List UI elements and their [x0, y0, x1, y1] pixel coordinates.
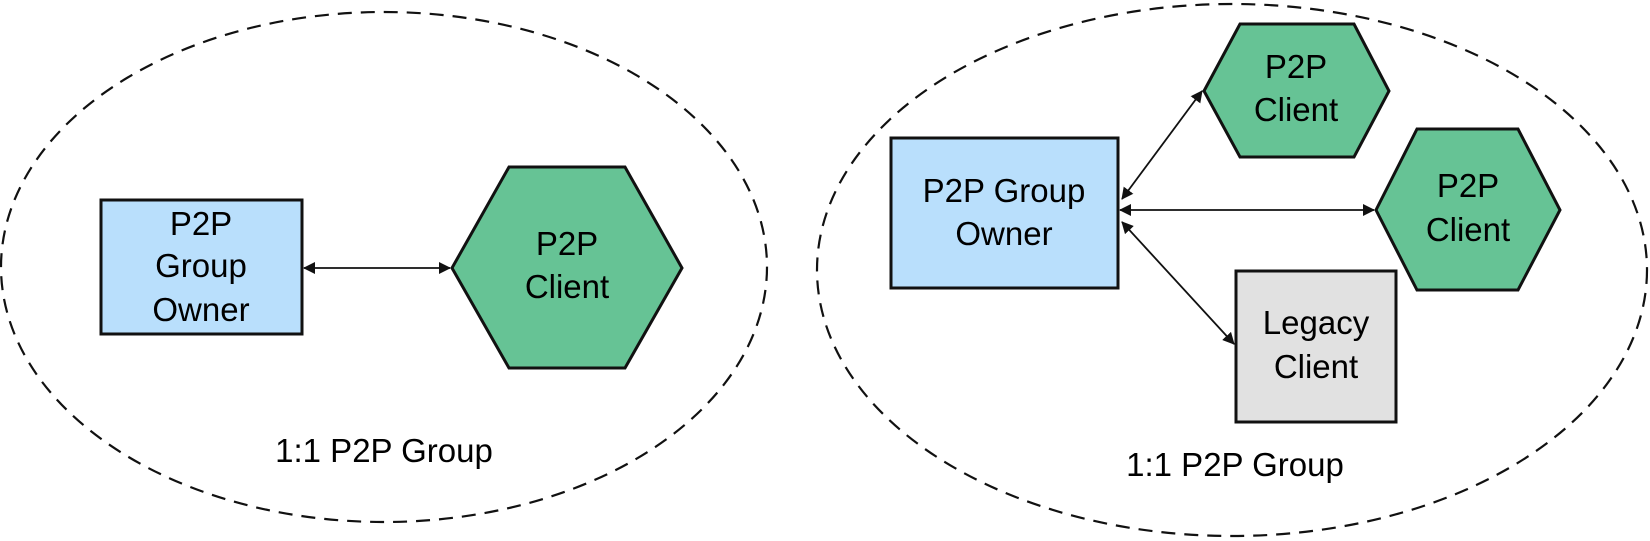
left-group-boundary	[0, 10, 768, 524]
left-owner-label-line2: Group	[155, 247, 247, 284]
left-group-caption: 1:1 P2P Group	[275, 432, 493, 469]
left-owner-label-line3: Owner	[152, 291, 249, 328]
right-group-caption: 1:1 P2P Group	[1126, 446, 1344, 483]
right-owner-label-line2: Owner	[955, 215, 1052, 252]
right-owner-client-top-arrow	[1121, 90, 1203, 200]
right-group-client-mid-hexagon	[1374, 127, 1562, 292]
right-client-top-label-line2: Client	[1254, 91, 1338, 128]
left-group-client-hexagon	[450, 165, 684, 370]
right-owner-legacy-arrow	[1121, 221, 1235, 345]
left-client-label-line1: P2P	[536, 225, 598, 262]
right-client-mid-label-line1: P2P	[1437, 167, 1499, 204]
right-group-client-top-hexagon	[1202, 22, 1391, 159]
right-legacy-label-line2: Client	[1274, 348, 1358, 385]
left-owner-label-line1: P2P	[170, 205, 232, 242]
right-group-owner-box	[889, 136, 1120, 290]
right-owner-label-line1: P2P Group	[923, 172, 1086, 209]
left-group-owner-box	[99, 198, 304, 336]
right-group-boundary	[815, 2, 1649, 538]
right-client-top-label-line1: P2P	[1265, 48, 1327, 85]
right-group-legacy-client-box	[1234, 269, 1398, 424]
left-client-label-line2: Client	[525, 268, 609, 305]
right-client-mid-label-line2: Client	[1426, 211, 1510, 248]
right-legacy-label-line1: Legacy	[1263, 304, 1370, 341]
